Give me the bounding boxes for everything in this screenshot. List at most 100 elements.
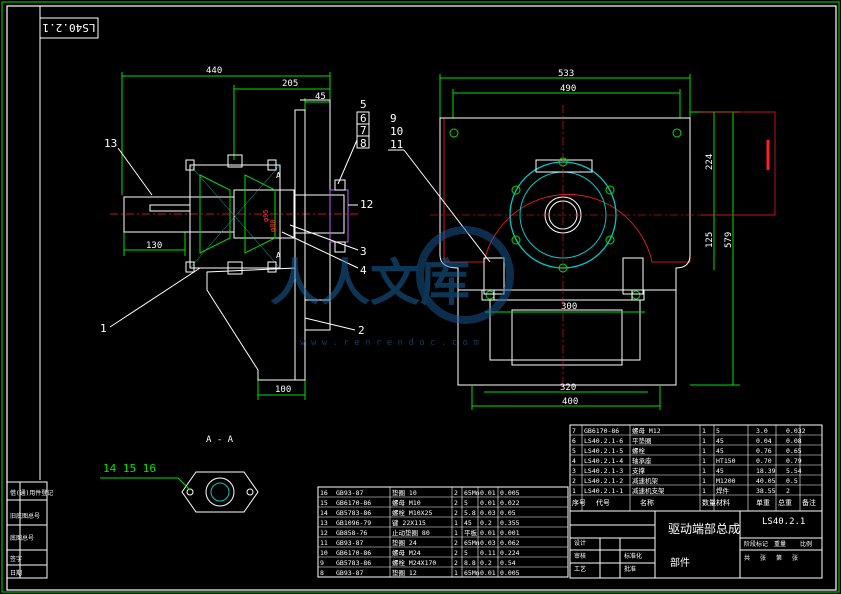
rotated-drawing-code: LS40.2.1 — [43, 21, 96, 34]
dim-320: 320 — [560, 383, 576, 393]
bom-upper-cell: 0.65 — [786, 447, 802, 455]
section-mark-top: A — [276, 171, 281, 180]
bom-upper-cell: 1 — [702, 427, 706, 435]
bom-upper-cell: 45 — [716, 447, 724, 455]
bom-lower-cell: GB5783-86 — [336, 559, 371, 567]
bom-upper-cell: LS40.2.1-1 — [584, 487, 623, 495]
bom-lower-cell: 0.05 — [500, 509, 516, 517]
balloon-2: 2 — [358, 324, 365, 337]
bom-lower-cell: 0.01 — [480, 529, 496, 537]
bom-upper-cell: 5 — [716, 427, 720, 435]
bom-upper-cell: 螺栓 — [632, 446, 646, 455]
bom-lower-cell: 45 — [464, 519, 472, 527]
bom-header-cell: 单重 — [756, 498, 770, 507]
bom-lower-cell: 2 — [454, 549, 458, 557]
balloon-10: 10 — [390, 125, 403, 138]
bom-lower-cell: 0.54 — [500, 559, 516, 567]
support-frame — [206, 109, 306, 381]
bom-lower-cell: 0.01 — [480, 499, 496, 507]
bom-lower-cell: 0.2 — [480, 559, 492, 567]
bom-lower-cell: 15 — [320, 499, 328, 507]
bom-lower-cell: 0.001 — [500, 529, 520, 537]
bom-lower-cell: GB93-87 — [336, 539, 363, 547]
bom-upper-cell: 2 — [572, 477, 576, 485]
bom-upper-cell: 0.5 — [786, 477, 798, 485]
bom-lower-cell: 0.062 — [500, 539, 520, 547]
bom-lower-cell: 0.01 — [480, 569, 496, 577]
small-stage: 阶段标记 — [744, 540, 768, 548]
bom-lower-cell: GB93-87 — [336, 489, 363, 497]
side-view: 440 205 45 130 100 φ95 φ80 — [100, 66, 373, 400]
bom-lower-cell: 螺栓 M10X25 — [392, 508, 432, 517]
bom-header-cell: 代号 — [596, 498, 610, 507]
balloon-6: 6 — [360, 112, 367, 125]
bom-upper-cell: 减速机支架 — [632, 486, 665, 495]
bom-lower-cell: 0.03 — [480, 509, 496, 517]
bom-lower-cell: 0.2 — [480, 519, 492, 527]
small-number: 第 — [776, 554, 782, 562]
red-flange-outline — [443, 117, 691, 263]
watermark-url: w w w . r e n r e n d o c . c o m — [300, 338, 479, 348]
dim-224: 224 — [705, 154, 715, 170]
balloon-11: 11 — [390, 138, 403, 151]
bom-lower-cell: 2 — [454, 539, 458, 547]
bom-lower-cell: 键 22X115 — [392, 518, 426, 527]
bom-upper-cell: 减速机架 — [632, 476, 659, 485]
small-total: 共 — [744, 554, 750, 562]
bom-upper-cell: LS40.2.1-3 — [584, 467, 623, 475]
bom-upper-cell: 3 — [572, 467, 576, 475]
watermark-text: 人人文库 — [270, 254, 470, 312]
role-standard: 标准化 — [624, 552, 642, 560]
bom-upper-cell: 螺母 M12 — [632, 426, 661, 435]
bom-upper-cell: 1 — [572, 487, 576, 495]
title-block: 驱动端部总成 LS40.2.1 部件 设计 审核 工艺 标准化 批准 标记 阶段… — [569, 510, 823, 579]
small-weight: 重量 — [774, 540, 786, 548]
bom-lower-cell: 0.005 — [500, 489, 520, 497]
bom-lower-cell: 10 — [320, 549, 328, 557]
bom-lower-cell: 螺母 M10 — [392, 498, 421, 507]
bom-lower-cell: 0.022 — [500, 499, 520, 507]
bom-lower-cell: 0.005 — [500, 569, 520, 577]
bom-lower-cell: 9 — [320, 559, 324, 567]
bom-upper-cell: 0.76 — [756, 447, 772, 455]
small-sheet2: 张 — [792, 554, 798, 562]
role-review: 审核 — [574, 552, 586, 560]
bom-upper-cell: 1 — [702, 437, 706, 445]
bom-upper-cell: HT150 — [716, 457, 736, 465]
bom-upper-cell: M1200 — [716, 477, 736, 485]
dim-125: 125 — [705, 232, 715, 248]
input-shaft — [123, 196, 235, 233]
balloon-5: 5 — [360, 98, 367, 111]
bom-upper-cell: 1 — [702, 477, 706, 485]
bom-upper-cell: 6 — [572, 437, 576, 445]
bom-lower-cell: 8.8 — [464, 559, 476, 567]
balloon-1: 1 — [100, 322, 107, 335]
title-drawing-no: LS40.2.1 — [762, 517, 805, 527]
shaft-key — [149, 204, 191, 212]
bom-lower-cell: 2 — [454, 499, 458, 507]
dim-300: 300 — [561, 302, 577, 312]
bom-lower-cell: 1 — [454, 529, 458, 537]
bom-upper-cell: 焊件 — [716, 486, 730, 495]
left-strip: 借(通)用件登记 旧底图总号 底图总号 签字 日期 — [6, 481, 53, 579]
bom-lower-cell: 0.01 — [480, 489, 496, 497]
bom-upper-cell: 45 — [716, 437, 724, 445]
bom-lower-cell: 0.03 — [480, 539, 496, 547]
bom-upper-cell: 1 — [702, 447, 706, 455]
bom-lower-cell: 65Mn — [464, 539, 480, 547]
bom-upper-cell: 2 — [786, 487, 790, 495]
bom-lower-cell: 0.11 — [480, 549, 496, 557]
bom-lower-cell: 1 — [454, 569, 458, 577]
bom-upper-cell: 0.08 — [786, 437, 802, 445]
role-approve: 批准 — [624, 565, 636, 573]
bom-lower-cell: 13 — [320, 519, 328, 527]
balloon-7: 7 — [360, 124, 367, 137]
bom-lower-cell: 螺母 M24 — [392, 548, 421, 557]
bom-upper-cell: 5 — [572, 447, 576, 455]
section-mark-bottom: A — [276, 251, 281, 260]
front-view: 533 490 224 125 579 — [388, 69, 776, 410]
